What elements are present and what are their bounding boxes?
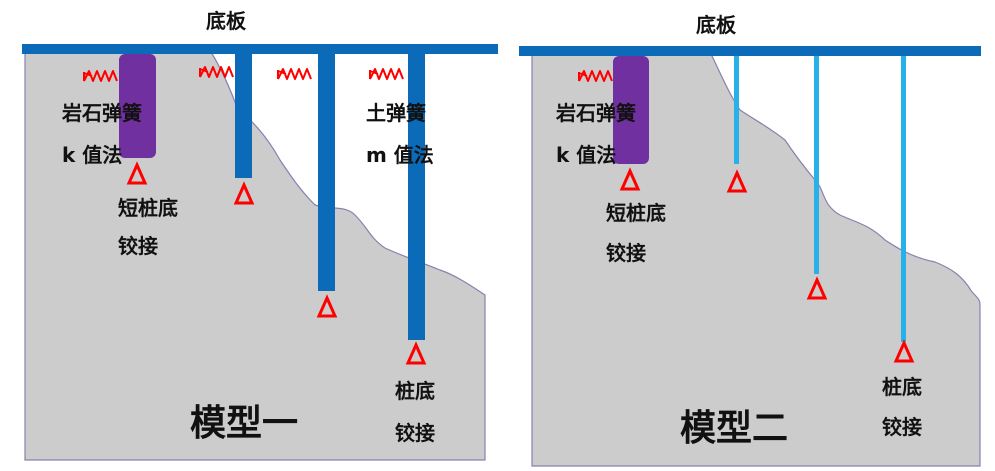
soil-spring-icon [277, 68, 312, 80]
rock-spring-label: 岩石弹簧 [555, 101, 636, 125]
rock-spring-label: 岩石弹簧 [61, 101, 142, 125]
pile-1 [734, 56, 739, 164]
pile-3 [901, 56, 906, 342]
short-pile [613, 56, 649, 164]
pile-hinge-label: 桩底 [395, 379, 435, 403]
short-pile [119, 54, 156, 158]
pile-3 [408, 54, 425, 340]
foundation-slab [519, 46, 981, 56]
pile-1 [235, 54, 252, 178]
rock-spring-method: k 值法 [556, 143, 616, 167]
short-pile-hinge-label-2: 铰接 [118, 234, 158, 258]
foundation-slab [22, 44, 498, 54]
short-pile-hinge-label-2: 铰接 [606, 241, 646, 265]
rock-spring-method: k 值法 [62, 143, 122, 167]
soil-spring-icon [369, 68, 404, 80]
model-two-panel: 底板 岩石弹簧 k 值法 短桩底 铰接 桩底 铰接 模型二 [519, 13, 981, 467]
slab-label: 底板 [206, 9, 247, 33]
short-pile-hinge-label: 短桩底 [118, 196, 178, 220]
model-title: 模型二 [680, 408, 788, 449]
model-one-panel: 底板 岩石弹簧 k 值法 土弹簧 m 值法 短桩底 铰接 桩底 铰接 模型一 [22, 9, 498, 461]
model-title: 模型一 [190, 403, 298, 444]
slab-label: 底板 [696, 13, 737, 37]
soil-spring-method: m 值法 [366, 143, 434, 167]
pile-2 [318, 54, 335, 291]
pile-2 [814, 56, 819, 274]
pile-hinge-label-2: 铰接 [882, 415, 922, 439]
soil-spring-label: 土弹簧 [366, 101, 426, 125]
pile-hinge-label: 桩底 [882, 375, 922, 399]
short-pile-hinge-label: 短桩底 [606, 201, 666, 225]
pile-hinge-label-2: 铰接 [395, 421, 435, 445]
